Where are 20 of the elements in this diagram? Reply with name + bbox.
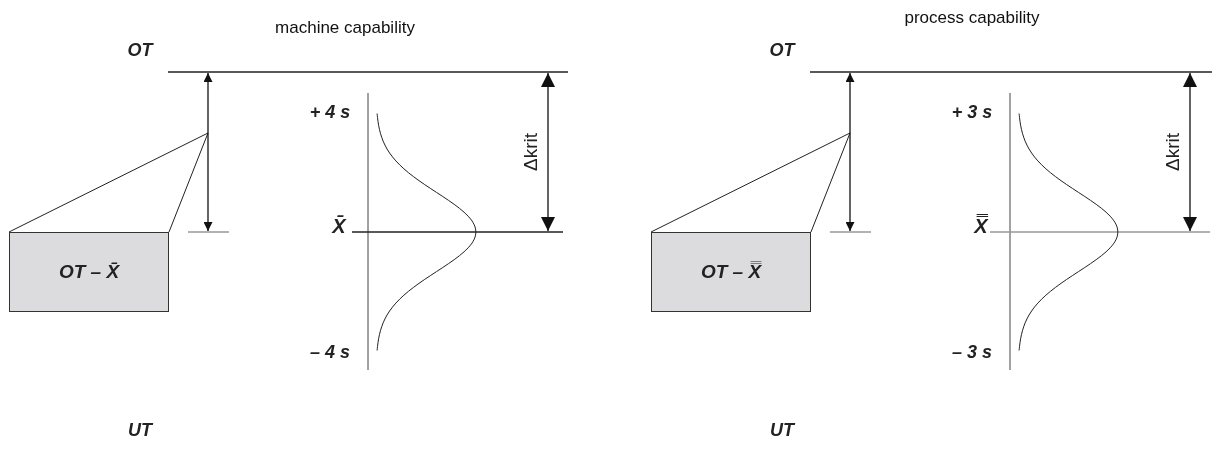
dimension-label: Δkrit bbox=[520, 133, 542, 171]
tolerance-label: OT bbox=[127, 39, 153, 61]
formula-text: OT – X̄ bbox=[58, 261, 120, 283]
panel-title: process capability bbox=[904, 8, 1040, 28]
leader-line bbox=[650, 132, 851, 233]
mean-symbol: X̄ bbox=[332, 214, 346, 238]
formula-text: OT – X̿ bbox=[700, 261, 762, 283]
leader-line bbox=[8, 132, 209, 233]
mean-symbol: X̿ bbox=[974, 214, 988, 238]
tolerance-label: UT bbox=[128, 419, 152, 441]
tolerance-label: OT bbox=[769, 39, 795, 61]
sigma-label: – 4 s bbox=[310, 341, 350, 363]
dimension-label: Δkrit bbox=[1162, 133, 1184, 171]
formula-box bbox=[9, 232, 169, 312]
panel-title: machine capability bbox=[275, 18, 415, 38]
tolerance-label: UT bbox=[770, 419, 794, 441]
sigma-label: + 4 s bbox=[309, 101, 351, 123]
sigma-label: – 3 s bbox=[952, 341, 992, 363]
sigma-label: + 3 s bbox=[951, 101, 993, 123]
formula-box bbox=[651, 232, 811, 312]
